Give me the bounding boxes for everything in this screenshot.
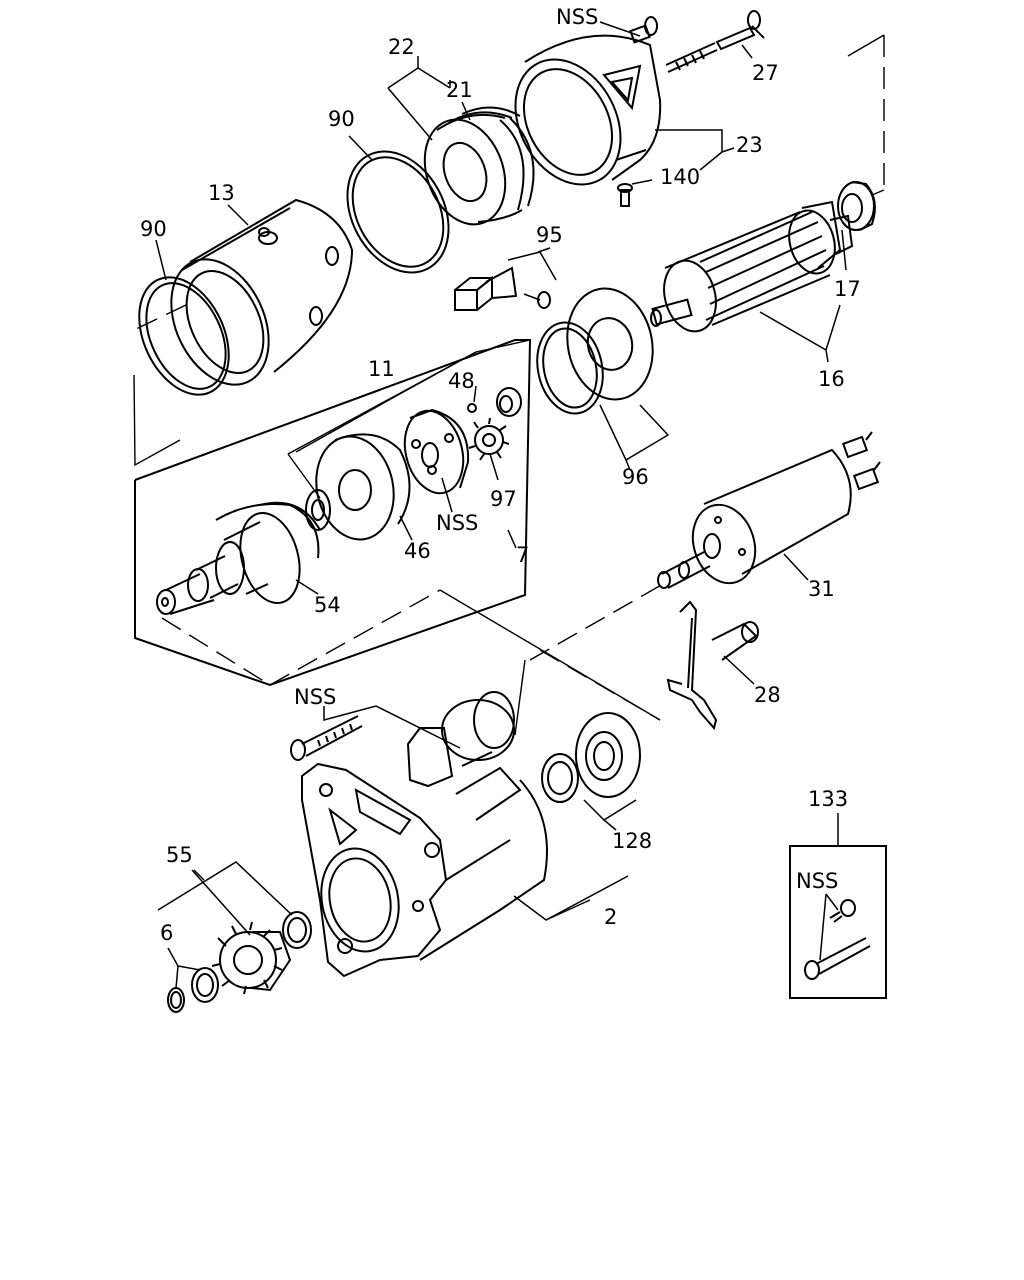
service-kit-box-133 xyxy=(789,813,887,999)
label-23: 23 xyxy=(736,133,763,157)
label-90-left: 90 xyxy=(140,217,167,241)
label-55: 55 xyxy=(166,843,193,867)
label-16: 16 xyxy=(818,367,845,391)
shaft-part-54 xyxy=(156,501,321,615)
label-6: 6 xyxy=(160,921,173,945)
pinion-part-55 xyxy=(211,921,292,995)
label-96: 96 xyxy=(622,465,649,489)
assembly-center-lines xyxy=(133,34,885,736)
brush-spring-part-95 xyxy=(454,266,551,311)
plate-nss-mid xyxy=(403,408,470,495)
through-bolt-part-27 xyxy=(665,10,765,73)
rear-cover-part-23 xyxy=(514,34,662,186)
gear-part-97 xyxy=(468,417,510,461)
part-labels: NSS 27 22 21 23 140 90 13 90 95 17 16 11… xyxy=(140,5,861,945)
collar-part-55 xyxy=(282,911,312,949)
label-nss-mid: NSS xyxy=(436,511,478,535)
cap-part-48-outer xyxy=(496,387,522,417)
label-27: 27 xyxy=(752,61,779,85)
label-21: 21 xyxy=(446,78,473,102)
stop-collar-part-6 xyxy=(191,967,219,1003)
label-133: 133 xyxy=(808,787,848,811)
front-housing-part-2 xyxy=(301,691,548,978)
label-90-top: 90 xyxy=(328,107,355,131)
label-140: 140 xyxy=(660,165,700,189)
o-ring-part-90-left xyxy=(138,276,230,396)
label-97: 97 xyxy=(490,487,517,511)
label-128: 128 xyxy=(612,829,652,853)
armature-part-16 xyxy=(650,200,854,333)
bearing-part-128 xyxy=(541,712,641,803)
label-28: 28 xyxy=(754,683,781,707)
plunger-part-31 xyxy=(657,551,711,589)
label-22: 22 xyxy=(388,35,415,59)
yoke-part-13 xyxy=(170,198,354,386)
label-nss-box: NSS xyxy=(796,869,838,893)
clutch-part-46 xyxy=(305,433,411,541)
label-7: 7 xyxy=(516,543,529,567)
snap-ring-part-6 xyxy=(167,987,185,1013)
label-nss-bolt: NSS xyxy=(294,685,336,709)
label-11: 11 xyxy=(368,357,395,381)
brush-holder-part-21 xyxy=(423,106,535,226)
label-nss-top: NSS xyxy=(556,5,598,29)
solenoid-part-31 xyxy=(691,431,881,585)
leader-lines xyxy=(155,44,847,989)
brake-plate-part-96 xyxy=(536,287,654,415)
screw-nss-top xyxy=(599,16,658,44)
o-ring-part-90-top xyxy=(346,150,450,274)
ball-part-48 xyxy=(467,403,477,413)
label-54: 54 xyxy=(314,593,341,617)
label-48: 48 xyxy=(448,369,475,393)
label-2: 2 xyxy=(604,905,617,929)
shift-lever-part-28 xyxy=(666,600,759,731)
bolt-nss xyxy=(290,715,363,761)
label-17: 17 xyxy=(834,277,861,301)
bearing-part-17 xyxy=(837,181,876,231)
label-31: 31 xyxy=(808,577,835,601)
clutch-group-outline xyxy=(134,339,532,687)
label-46: 46 xyxy=(404,539,431,563)
screw-part-140 xyxy=(617,183,633,207)
label-95: 95 xyxy=(536,223,563,247)
clutch-sub-outline-11 xyxy=(133,339,531,499)
label-13: 13 xyxy=(208,181,235,205)
